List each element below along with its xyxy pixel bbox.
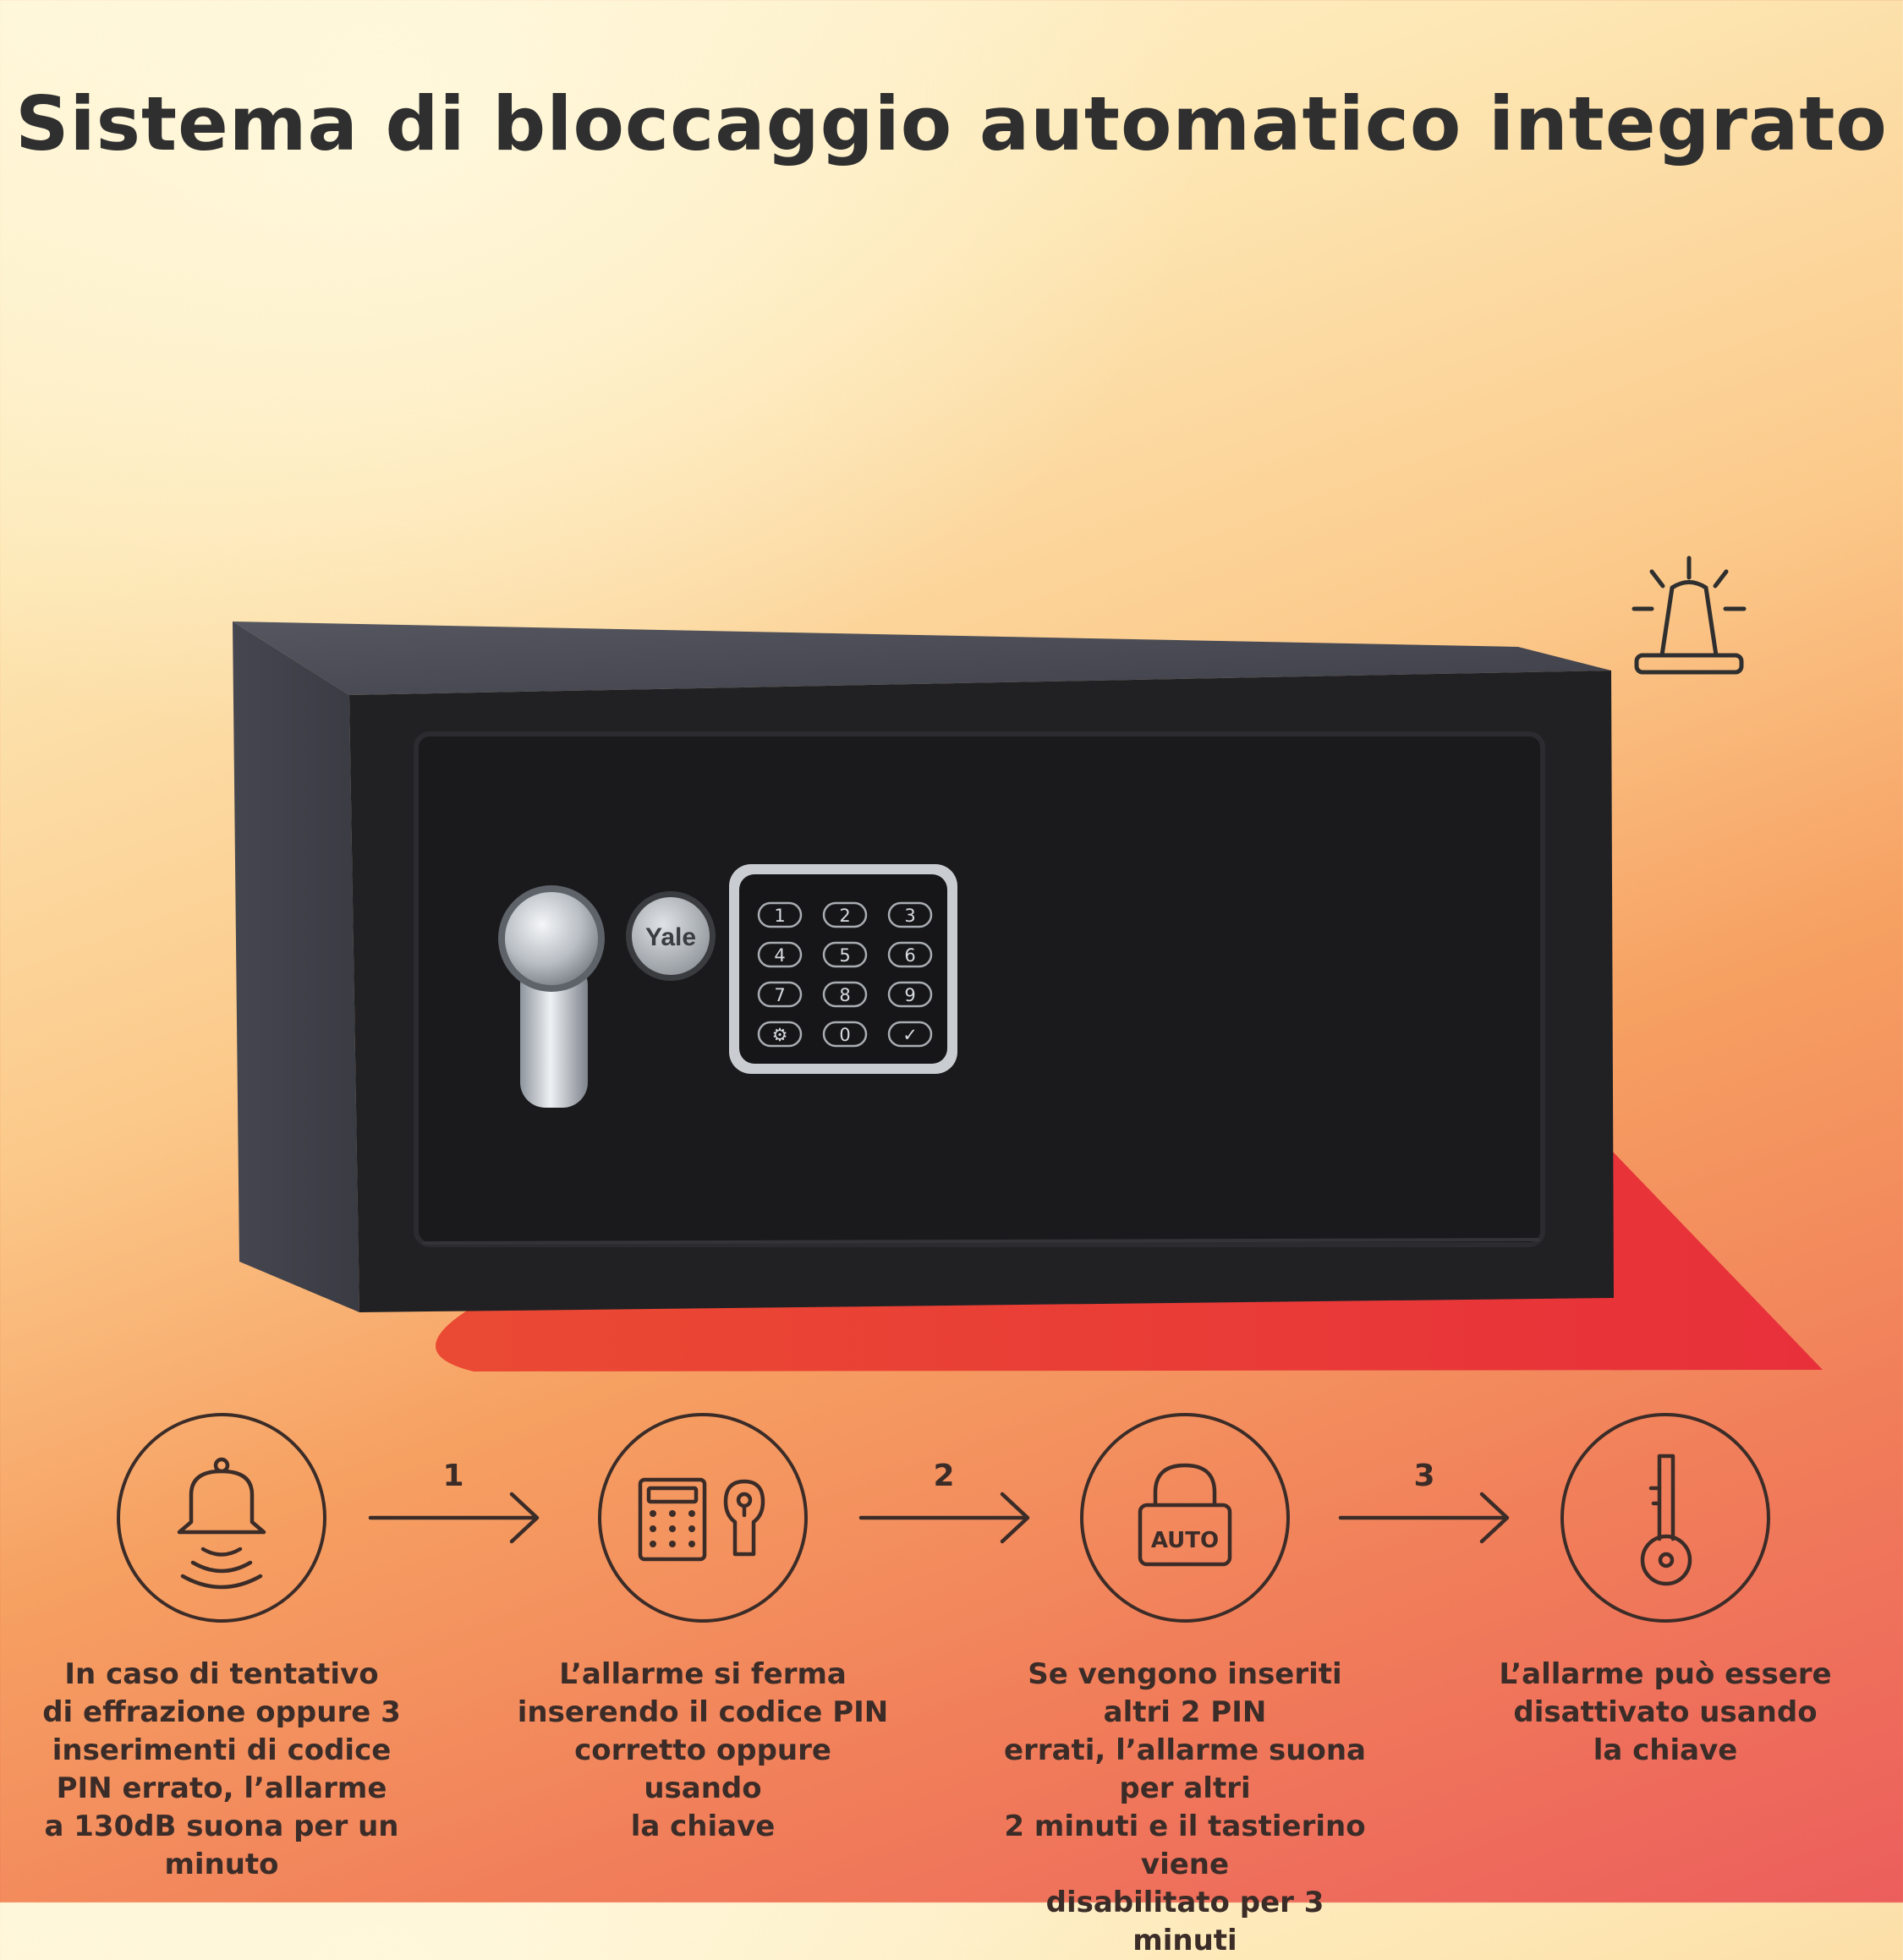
keypad-key-label: 1 (774, 906, 785, 926)
keypad-key (887, 981, 933, 1008)
auto-lock-label: AUTO (1151, 1528, 1219, 1553)
keypad-key (822, 941, 868, 968)
keypad-key (822, 901, 868, 928)
keypad-key (757, 981, 803, 1008)
keypad-key (822, 981, 868, 1008)
keypad-key-label: 6 (904, 945, 915, 966)
step-2-circle (598, 1413, 808, 1623)
safe: Yale 1 2 3 4 5 6 7 8 9 ⚙ 0 ✓ (233, 621, 1614, 1312)
keypad-key (887, 901, 933, 928)
keypad-key-label: 4 (774, 945, 785, 966)
yale-logo-text: Yale (645, 923, 696, 951)
step-4-text: L’allarme può essere disattivato usando … (1499, 1657, 1832, 1767)
keypad-key-label: 3 (904, 906, 915, 926)
keypad-key-label: 8 (839, 985, 850, 1005)
step-4-circle (1560, 1413, 1770, 1623)
arrow-2-number: 2 (933, 1459, 955, 1493)
keypad-key (757, 901, 803, 928)
keypad-key-label: 7 (774, 985, 785, 1005)
keypad-key (822, 1021, 868, 1048)
step-2-text: L’allarme si ferma inserendo il codice P… (517, 1657, 889, 1843)
arrow-3 (1338, 1492, 1510, 1544)
door-handle (498, 885, 605, 1108)
arrow-3-number: 3 (1413, 1459, 1435, 1493)
keypad-key-label: 2 (839, 906, 850, 926)
safe-side (233, 621, 359, 1312)
keypad-key-label: 9 (904, 985, 915, 1005)
safe-door (414, 731, 1545, 1247)
page-title: Sistema di bloccaggio automatico integra… (15, 80, 1888, 167)
yale-badge: Yale (626, 891, 716, 981)
key-icon (1640, 1454, 1692, 1586)
keypad-key (887, 1021, 933, 1048)
keypad-key-label: 0 (839, 1025, 850, 1045)
auto-lock-icon (1138, 1463, 1232, 1567)
keypad-key (757, 941, 803, 968)
safe-top (233, 621, 1611, 695)
siren-icon (1632, 556, 1747, 675)
step-3-circle (1080, 1413, 1290, 1623)
alarm-bell-icon (177, 1457, 266, 1590)
step-1-text: In caso di tentativo di effrazione oppur… (42, 1657, 401, 1881)
keypad-key (757, 1021, 803, 1048)
keypad-key-label: ✓ (902, 1025, 918, 1045)
keypad-key-label: ⚙ (772, 1025, 788, 1045)
step-1-circle (117, 1413, 326, 1623)
keypad-and-key-cylinder-icon (638, 1477, 765, 1562)
step-3-text: Se vengono inseriti altri 2 PIN errati, … (1003, 1657, 1366, 1957)
keypad: 1 2 3 4 5 6 7 8 9 ⚙ 0 ✓ (729, 864, 957, 1074)
arrow-2 (858, 1492, 1030, 1544)
keypad-key (887, 941, 933, 968)
product-scene: Yale 1 2 3 4 5 6 7 8 9 ⚙ 0 ✓ (117, 556, 1823, 1623)
keypad-key-label: 5 (839, 945, 850, 966)
arrow-1 (368, 1492, 540, 1544)
arrow-1-number: 1 (442, 1459, 464, 1493)
